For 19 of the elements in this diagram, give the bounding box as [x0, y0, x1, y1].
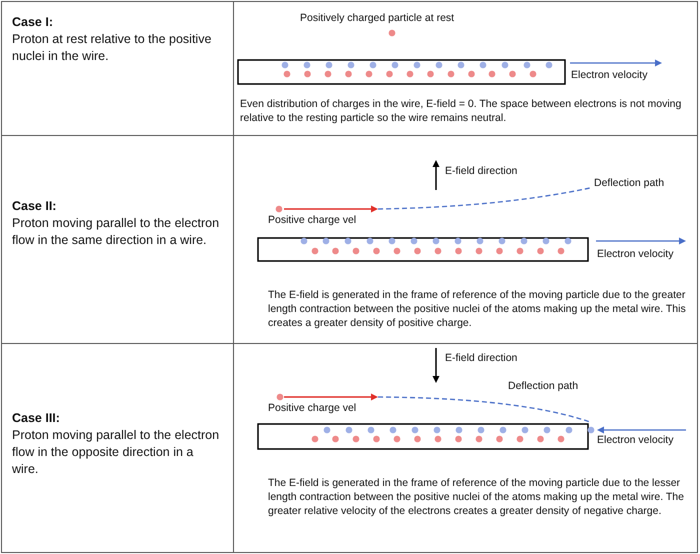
- case-heading: Case III:: [12, 410, 61, 426]
- case-heading: Case I:: [12, 14, 54, 30]
- explanation-text: The E-field is generated in the frame of reference of the moving particle due to the lesser length contraction between the positive nuclei of the atoms making up the metal wire. The greater relative velocity of the electrons creates a greater density of negative charge.: [268, 476, 685, 518]
- path-label: Deflection path: [594, 176, 664, 190]
- path-label: Deflection path: [508, 379, 578, 393]
- arrow-label: Electron velocity: [597, 247, 674, 261]
- case-description: Proton moving parallel to the electron flow in the same direction in a wire.: [12, 215, 220, 249]
- particle-label: Positive charge vel: [268, 401, 356, 415]
- arrow-label: E-field direction: [445, 351, 518, 365]
- arrow-label: Electron velocity: [571, 68, 648, 82]
- arrow-label: E-field direction: [445, 164, 518, 178]
- particle-label: Positively charged particle at rest: [300, 11, 454, 25]
- case-description: Proton moving parallel to the electron flow in the opposite direction in a wire.: [12, 427, 220, 478]
- particle-label: Positive charge vel: [268, 213, 356, 227]
- case-heading: Case II:: [12, 198, 58, 214]
- explanation-text: Even distribution of charges in the wire, E-field = 0. The space between electrons is not moving relative to the resting particle so the wire remains neutral.: [240, 97, 682, 125]
- case-description: Proton at rest relative to the positive nuclei in the wire.: [12, 31, 212, 65]
- explanation-text: The E-field is generated in the frame of reference of the moving particle due to the greater length contraction between the positive nuclei of the atoms making up the metal wire. This creates a greater density of positive charge.: [268, 288, 687, 330]
- arrow-label: Electron velocity: [597, 433, 674, 447]
